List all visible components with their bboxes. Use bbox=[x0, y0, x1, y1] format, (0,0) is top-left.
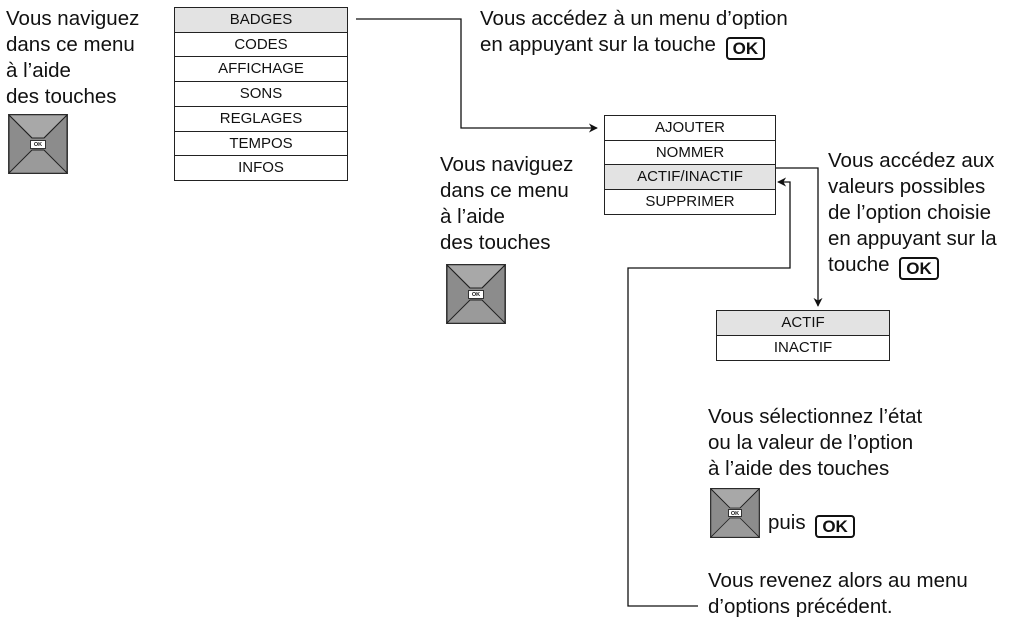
main-menu-item-badges[interactable]: BADGES bbox=[174, 7, 348, 33]
value-menu-item-inactif[interactable]: INACTIF bbox=[716, 334, 890, 361]
value-menu-item-actif[interactable]: ACTIF bbox=[716, 310, 890, 336]
main-menu-item-infos[interactable]: INFOS bbox=[174, 155, 348, 182]
text-line: Vous naviguez bbox=[6, 7, 140, 30]
main-menu-item-tempos[interactable]: TEMPOS bbox=[174, 130, 348, 157]
main-menu: BADGES CODES AFFICHAGE SONS REGLAGES TEM… bbox=[174, 7, 348, 182]
text-segment: en appuyant sur la touche bbox=[480, 33, 716, 56]
access-option-text: Vous accédez à un menu d’option en appuy… bbox=[480, 6, 788, 60]
navigation-keypad-icon: OK bbox=[7, 114, 69, 174]
text-segment: touche bbox=[828, 253, 890, 276]
nav-main-text: Vous naviguez dans ce menu à l’aide des … bbox=[6, 6, 139, 110]
select-value-text: Vous sélectionnez l’état ou la valeur de… bbox=[708, 404, 922, 482]
text-line: à l’aide bbox=[440, 205, 505, 228]
keypad-ok-label: OK bbox=[728, 509, 742, 517]
text-line: valeurs possibles bbox=[828, 175, 986, 198]
arrow-return-to-options bbox=[627, 177, 791, 607]
navigation-keypad-icon: OK bbox=[445, 264, 507, 324]
keypad-ok-label: OK bbox=[30, 140, 46, 149]
text-line: ou la valeur de l’option bbox=[708, 431, 914, 454]
text-line: touche OK bbox=[828, 252, 997, 280]
nav-option-text: Vous naviguez dans ce menu à l’aide des … bbox=[440, 152, 573, 256]
return-text: Vous revenez alors au menu d’options pré… bbox=[708, 568, 968, 617]
text-line: Vous naviguez bbox=[440, 153, 574, 176]
main-menu-item-sons[interactable]: SONS bbox=[174, 81, 348, 108]
value-menu: ACTIF INACTIF bbox=[716, 310, 890, 361]
main-menu-item-codes[interactable]: CODES bbox=[174, 31, 348, 58]
option-menu-item-ajouter[interactable]: AJOUTER bbox=[604, 115, 776, 141]
text-line: Vous sélectionnez l’état bbox=[708, 405, 923, 428]
text-line: Vous revenez alors au menu bbox=[708, 569, 968, 592]
option-menu: AJOUTER NOMMER ACTIF/INACTIF SUPPRIMER bbox=[604, 115, 776, 216]
text-line: d’options précédent. bbox=[708, 595, 893, 617]
ok-key-icon: OK bbox=[899, 257, 939, 280]
option-menu-item-nommer[interactable]: NOMMER bbox=[604, 139, 776, 166]
option-menu-item-supprimer[interactable]: SUPPRIMER bbox=[604, 189, 776, 216]
arrow-to-value-menu bbox=[776, 167, 823, 307]
text-line: en appuyant sur la bbox=[828, 227, 997, 250]
option-menu-item-actif-inactif[interactable]: ACTIF/INACTIF bbox=[604, 164, 776, 191]
text-line: de l’option choisie bbox=[828, 201, 991, 224]
text-line: Vous accédez aux bbox=[828, 149, 995, 172]
text-line: dans ce menu bbox=[6, 33, 135, 56]
text-line: dans ce menu bbox=[440, 179, 569, 202]
keypad-ok-label: OK bbox=[468, 290, 484, 299]
arrow-to-option-menu bbox=[356, 18, 598, 133]
main-menu-item-reglages[interactable]: REGLAGES bbox=[174, 105, 348, 132]
access-values-text: Vous accédez aux valeurs possibles de l’… bbox=[828, 148, 997, 280]
text-line: en appuyant sur la touche OK bbox=[480, 32, 788, 60]
text-line: à l’aide des touches bbox=[708, 457, 890, 480]
then-label: puis bbox=[768, 511, 806, 534]
text-line: des touches bbox=[6, 85, 117, 108]
navigation-keypad-icon: OK bbox=[709, 488, 761, 538]
main-menu-item-affichage[interactable]: AFFICHAGE bbox=[174, 56, 348, 83]
text-line: Vous accédez à un menu d’option bbox=[480, 7, 788, 30]
text-line: à l’aide bbox=[6, 59, 71, 82]
text-line: des touches bbox=[440, 231, 551, 254]
ok-key-icon: OK bbox=[815, 515, 855, 538]
ok-key-icon: OK bbox=[725, 37, 766, 60]
then-ok-text: puis OK bbox=[768, 510, 855, 538]
